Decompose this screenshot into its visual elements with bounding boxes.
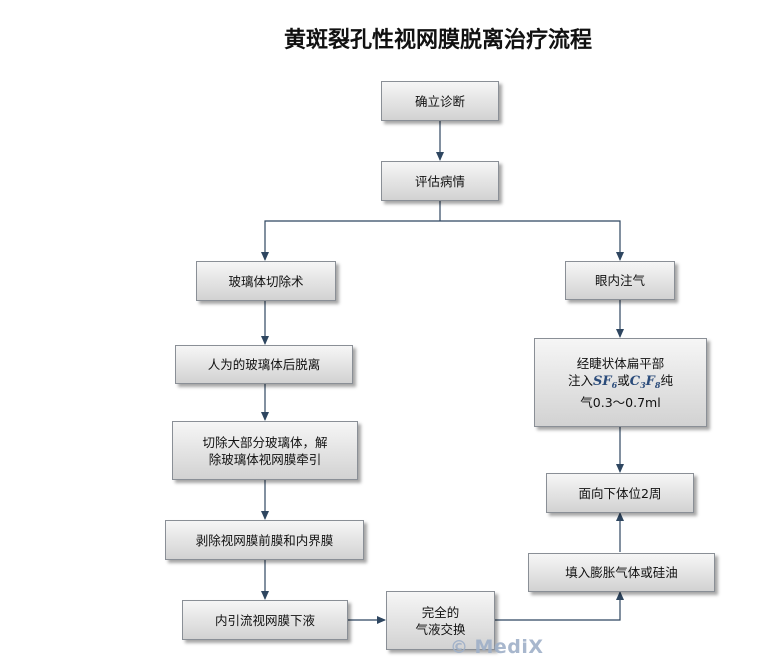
inject-suffix: 纯 [660, 372, 673, 388]
copyright-icon: © [450, 637, 469, 658]
edge-split-gas [440, 220, 624, 261]
node-vitrectomy: 玻璃体切除术 [196, 261, 336, 301]
node-pvd: 人为的玻璃体后脱离 [175, 345, 353, 384]
node-inject-line1: 经睫状体扁平部 [576, 355, 665, 371]
edge-split-vitrectomy [261, 220, 440, 261]
node-peel-label: 剥除视网膜前膜和内界膜 [195, 532, 334, 548]
node-inject-line3: 气0.3～0.7ml [580, 394, 661, 410]
gas-c3f8-formula: C3F8 [629, 373, 661, 390]
node-evaluate: 评估病情 [381, 161, 499, 201]
node-cut-line1: 切除大部分玻璃体，解 [202, 434, 328, 450]
gas-c3f8-base-f: F [645, 373, 655, 389]
node-exchange-line2: 气液交换 [415, 621, 466, 637]
node-evaluate-label: 评估病情 [414, 173, 465, 189]
watermark: ©MediX [450, 636, 544, 658]
inject-or: 或 [617, 372, 630, 388]
watermark-text: MediX [474, 636, 544, 658]
node-diagnosis: 确立诊断 [381, 81, 499, 121]
node-vitrectomy-label: 玻璃体切除术 [228, 273, 304, 289]
gas-sf6-formula: SF6 [593, 373, 618, 390]
node-fill-label: 填入膨胀气体或硅油 [565, 565, 678, 580]
node-inject-line2: 注入SF6或C3F8纯 [568, 372, 673, 394]
node-face-down: 面向下体位2周 [546, 473, 694, 513]
node-exchange-line1: 完全的 [421, 604, 460, 620]
node-cut-line2: 除玻璃体视网膜牵引 [208, 451, 322, 467]
diagram-title: 黄斑裂孔性视网膜脱离治疗流程 [283, 27, 592, 53]
node-drain-label: 内引流视网膜下液 [214, 612, 315, 628]
node-drain: 内引流视网膜下液 [182, 600, 348, 640]
gas-c3f8-sub-3: 3 [640, 379, 646, 390]
node-diagnosis-label: 确立诊断 [414, 93, 465, 109]
node-gas-exchange: 完全的 气液交换 [386, 591, 495, 650]
node-gas-injection: 经睫状体扁平部 注入SF6或C3F8纯 气0.3～0.7ml [534, 338, 707, 427]
gas-c3f8-base-c: C [629, 373, 641, 389]
node-intraocular-gas-label: 眼内注气 [594, 273, 645, 288]
node-pvd-label: 人为的玻璃体后脱离 [207, 357, 321, 372]
node-intraocular-gas: 眼内注气 [565, 261, 675, 300]
edge-exchange-fill [495, 591, 624, 621]
node-face-down-label: 面向下体位2周 [578, 485, 662, 501]
node-peel: 剥除视网膜前膜和内界膜 [165, 520, 364, 560]
gas-sf6-sub: 6 [611, 379, 618, 390]
node-cut-vitreous: 切除大部分玻璃体，解 除玻璃体视网膜牵引 [172, 421, 358, 480]
gas-sf6-base: SF [593, 373, 612, 389]
inject-prefix: 注入 [568, 372, 594, 388]
gas-c3f8-sub-8: 8 [654, 379, 661, 390]
node-fill: 填入膨胀气体或硅油 [528, 553, 715, 592]
